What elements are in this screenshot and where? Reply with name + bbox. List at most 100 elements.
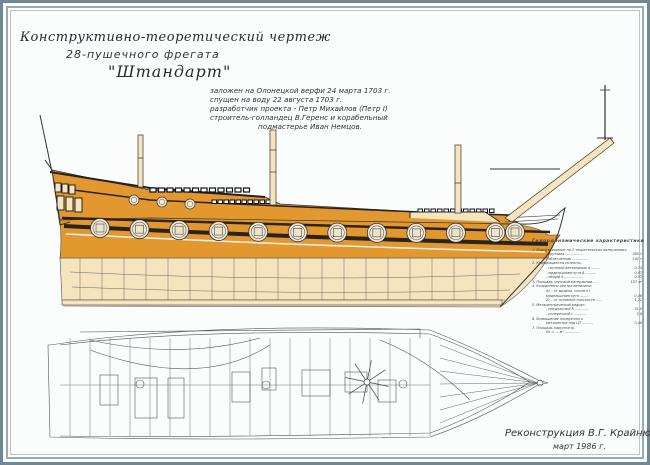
frame-lines bbox=[79, 258, 499, 305]
rail-baluster bbox=[166, 187, 174, 193]
hydro-value: 0,46 bbox=[634, 293, 642, 298]
bow-line bbox=[439, 382, 539, 411]
rail-baluster bbox=[253, 199, 259, 204]
bowsprit bbox=[504, 137, 615, 223]
drawing-subtitle: 28-пушечного фрегата bbox=[66, 48, 220, 61]
hydro-row: 2. Коэффициенты полноты: bbox=[532, 261, 642, 266]
rail-baluster bbox=[489, 208, 495, 213]
gunports-lower bbox=[90, 218, 525, 243]
capstan bbox=[345, 360, 389, 404]
hydro-label: - грузовая .................. bbox=[546, 252, 585, 257]
plan-pump bbox=[398, 379, 408, 389]
capstan-bar bbox=[345, 377, 368, 383]
gunport bbox=[505, 222, 525, 242]
hydro-row: Sп = ... м² ............... bbox=[532, 330, 642, 335]
plan-waterline bbox=[89, 337, 261, 350]
hydro-value: 157 м² bbox=[630, 279, 642, 284]
capstan-bar bbox=[348, 381, 368, 395]
hydro-row: 3. Площадь грузовой ватерлинии ....157 м… bbox=[532, 280, 642, 285]
capstan-bar bbox=[366, 360, 372, 383]
hydro-label: 5. Метацентрический радиус: bbox=[532, 302, 586, 307]
hydro-row: - продольный R ............31,0 bbox=[532, 307, 642, 312]
hydro-value: 0,57 bbox=[634, 275, 642, 280]
history-line: спущен на воду 22 августа 1703 г. bbox=[210, 95, 343, 104]
hydro-label: - поперечный r ............ bbox=[546, 311, 587, 316]
bow-line bbox=[439, 370, 539, 384]
keel bbox=[61, 299, 503, 306]
credit-date: март 1986 г. bbox=[553, 442, 606, 451]
deck-hatch bbox=[261, 367, 277, 391]
hydro-row: - грузовой ватерлинии α ........0,74 bbox=[532, 266, 642, 271]
deck-hatch bbox=[134, 377, 158, 419]
hydro-label: 1. Водоизмещение на 2 теоретических вате… bbox=[532, 247, 628, 252]
gunports-upper bbox=[128, 194, 196, 210]
rail-baluster bbox=[217, 199, 223, 204]
hydro-value: 1,21 bbox=[634, 298, 642, 303]
rail-baluster bbox=[211, 199, 217, 204]
hydro-row: - облегчённая ...............182 т bbox=[532, 257, 642, 262]
hydro-row: Xc - от миделя, носом от bbox=[532, 289, 642, 294]
bow-line bbox=[439, 382, 539, 424]
rail-baluster bbox=[223, 199, 229, 204]
history-line: подмастерье Иван Немцов. bbox=[258, 122, 363, 131]
history-line: заложен на Олонецкой верфи 24 марта 1703… bbox=[210, 86, 391, 95]
hydro-row: 4. Координаты центра величины: bbox=[532, 284, 642, 289]
deck-hatch bbox=[167, 377, 185, 419]
side-elevation bbox=[39, 85, 615, 308]
ship-name: "Штандарт" bbox=[108, 62, 232, 81]
rail-baluster bbox=[217, 187, 225, 193]
bow-line bbox=[439, 344, 539, 384]
history-line: строитель-голландец В.Геренс и корабельн… bbox=[210, 113, 388, 122]
forecastle bbox=[409, 211, 501, 223]
hydro-row: - общий δ .................. 0,57 bbox=[532, 275, 642, 280]
hydro-label: - общий δ .................. bbox=[546, 275, 584, 280]
gunport-small bbox=[156, 196, 168, 208]
reconstruction-credit: Реконструкция В.Г. Крайнюкова bbox=[505, 428, 650, 439]
deck-hatch bbox=[99, 374, 119, 406]
capstan-hub bbox=[363, 378, 371, 386]
hydro-value bbox=[640, 330, 642, 335]
hydro-label: метацентра над ЦТ .......... bbox=[546, 321, 593, 326]
plan-waterline bbox=[89, 344, 271, 370]
stern-post bbox=[44, 159, 71, 226]
gunport bbox=[208, 221, 229, 241]
hydro-row: 1. Водоизмещение на 2 теоретических вате… bbox=[532, 248, 642, 253]
frame-border-inner bbox=[10, 10, 640, 455]
hydro-label: 4. Координаты центра величины: bbox=[532, 284, 593, 289]
plan-waterline bbox=[379, 339, 471, 401]
bow-line bbox=[439, 357, 539, 384]
hydro-label: 2. Коэффициенты полноты: bbox=[532, 261, 582, 266]
plan-bow-knob bbox=[536, 379, 544, 387]
rail-baluster bbox=[241, 199, 247, 204]
ensign-staff bbox=[39, 114, 53, 173]
gunport bbox=[169, 220, 189, 241]
rail-baluster bbox=[191, 187, 200, 193]
plan-pump bbox=[135, 379, 145, 389]
hydro-label: 7. Площадь парусности bbox=[532, 325, 575, 330]
capstan-bar bbox=[366, 381, 380, 401]
stern-windows bbox=[54, 182, 83, 213]
rail-baluster bbox=[149, 187, 157, 193]
ship-history: заложен на Олонецкой верфи 24 марта 1703… bbox=[210, 86, 420, 131]
hydro-value: 2,8 bbox=[636, 311, 642, 316]
capstan-bar bbox=[366, 369, 386, 383]
hydro-label: Zc - от основной плоскости ...... bbox=[546, 298, 603, 303]
hydro-value: 0,74 bbox=[634, 265, 642, 270]
deck-hatch bbox=[377, 379, 397, 403]
gunport-small bbox=[128, 194, 140, 206]
deck-hatch bbox=[231, 371, 251, 403]
plan-hull-outline bbox=[47, 327, 549, 440]
hydro-label: Xc - от миделя, носом от bbox=[546, 288, 591, 293]
frame-border-outer bbox=[6, 6, 644, 459]
mast-fore bbox=[454, 144, 462, 214]
rail-baluster bbox=[247, 199, 253, 204]
hydrodynamic-table: Гидродинамические характеристики 1. Водо… bbox=[532, 239, 644, 335]
hydro-label: - облегчённая ............... bbox=[546, 256, 589, 261]
rail-baluster bbox=[157, 187, 166, 193]
hydro-value: 31,0 bbox=[634, 307, 642, 312]
capstan-bar bbox=[362, 381, 368, 404]
gunport bbox=[366, 222, 387, 243]
hydro-value: 0,48 bbox=[634, 321, 642, 326]
capstan-bar bbox=[366, 381, 389, 387]
